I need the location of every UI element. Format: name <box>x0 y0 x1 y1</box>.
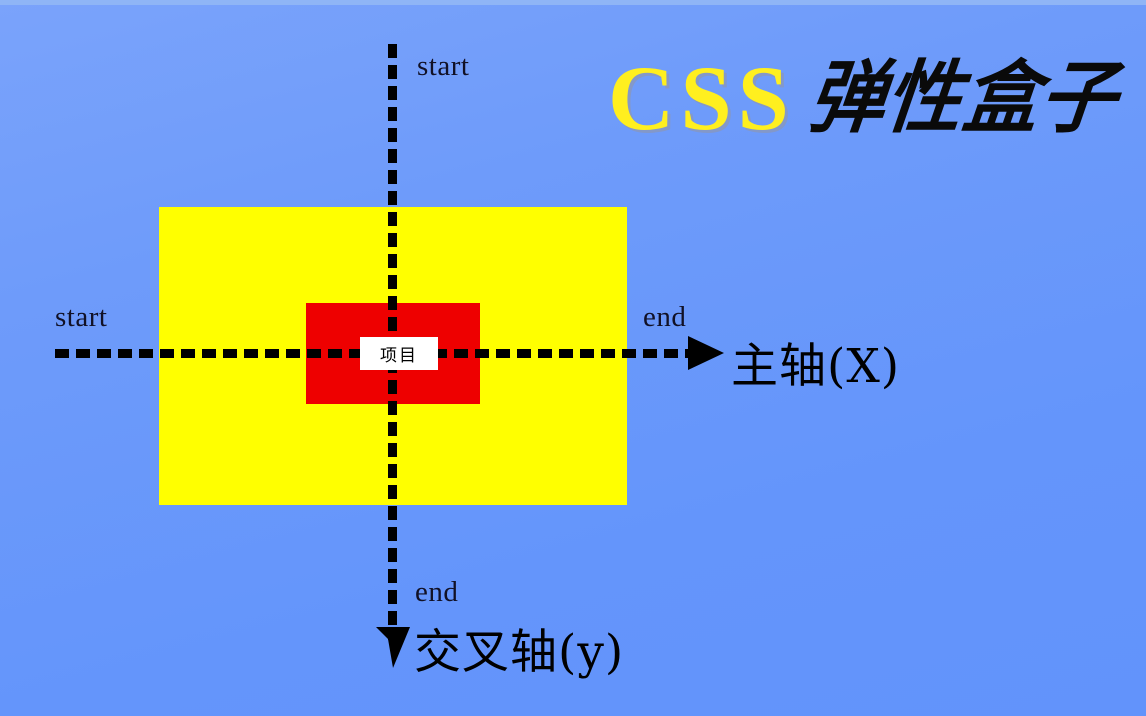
flex-item-label: 项目 <box>360 337 438 370</box>
main-axis-title: 主轴(X) <box>731 339 901 394</box>
title-css-text: CSS <box>608 47 795 149</box>
title-chinese-text: 弹性盒子 <box>803 51 1122 144</box>
cross-axis-arrowhead-icon <box>375 626 411 668</box>
top-edge-strip <box>0 0 1146 5</box>
main-axis-start-label: start <box>55 301 108 333</box>
cross-axis-start-label: start <box>417 50 470 82</box>
cross-axis-end-label: end <box>415 576 459 608</box>
main-axis-end-label: end <box>643 301 687 333</box>
main-axis-arrowhead-icon <box>688 336 724 370</box>
cross-axis-title: 交叉轴(y) <box>414 625 625 680</box>
